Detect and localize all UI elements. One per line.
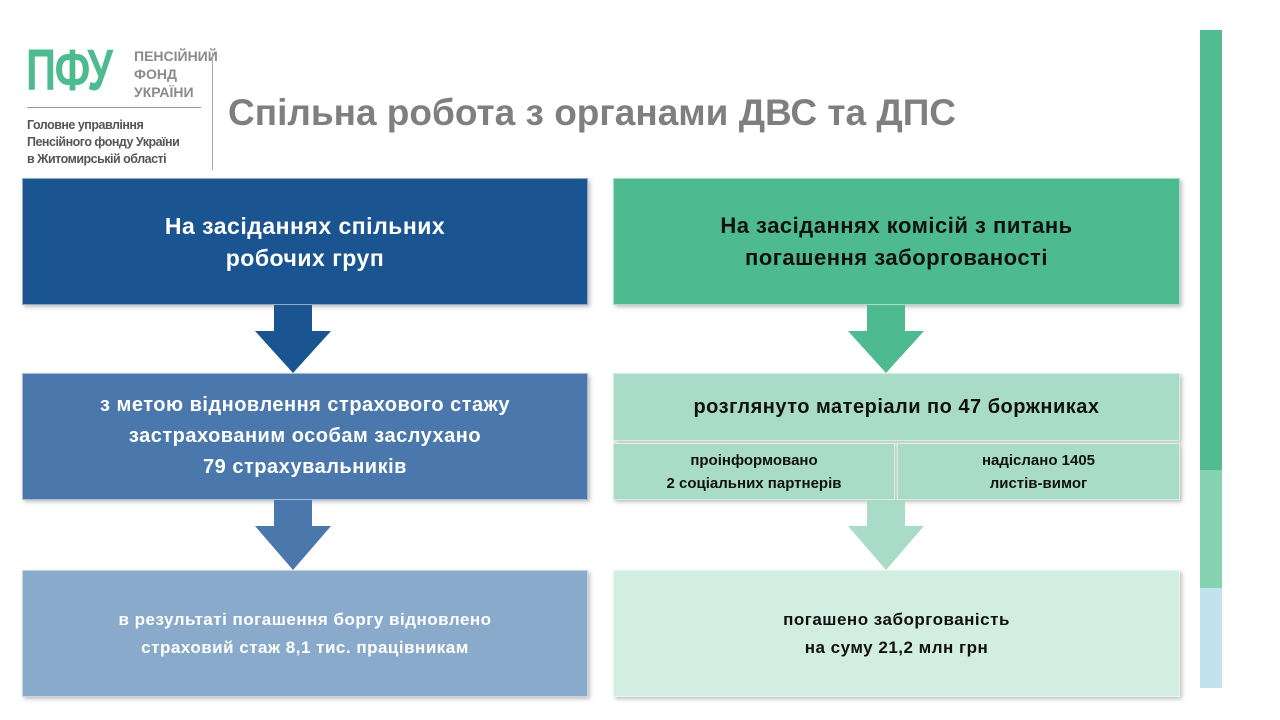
left-box-1: На засіданнях спільних робочих груп — [22, 178, 588, 305]
text-line: На засіданнях комісій з питань — [720, 212, 1073, 238]
text-line: проінформовано — [690, 451, 818, 469]
text-line: погашення заборгованості — [745, 244, 1048, 270]
text-line: 79 страхувальників — [203, 456, 407, 478]
arrow-down-icon — [848, 305, 924, 373]
left-box-3: в результаті погашення боргу відновлено с… — [22, 570, 588, 697]
text-line: 2 соціальних партнерів — [666, 474, 842, 492]
arrow-down-icon — [255, 500, 331, 570]
arrow-down-icon — [848, 500, 924, 570]
divider — [27, 107, 201, 108]
org-line: Головне управління — [27, 118, 144, 132]
side-bar-segment — [1200, 588, 1222, 688]
side-bar-segment — [1200, 30, 1222, 470]
right-sub-box-2: надіслано 1405 листів-вимог — [897, 443, 1180, 500]
org-line: Пенсійного фонду України — [27, 135, 180, 149]
text-line: в результаті погашення боргу відновлено — [118, 609, 492, 629]
page-title: Спільна робота з органами ДВС та ДПС — [228, 92, 957, 133]
right-box-2: розглянуто матеріали по 47 боржниках — [613, 373, 1180, 441]
text-line: на суму 21,2 млн грн — [804, 637, 989, 657]
text-line: робочих груп — [225, 244, 385, 271]
right-box-3: погашено заборгованість на суму 21,2 млн … — [613, 570, 1180, 697]
arrow-down-icon — [255, 305, 331, 373]
pfu-logo: ПФУ — [26, 38, 113, 103]
text-line: надіслано 1405 — [981, 451, 1096, 469]
text-line: листів-вимог — [989, 474, 1088, 492]
text-line: страховий стаж 8,1 тис. працівникам — [141, 637, 469, 657]
side-bar-segment — [1200, 470, 1222, 588]
text-line: На засіданнях спільних — [164, 212, 446, 239]
text-line: застрахованим особам заслухано — [128, 425, 482, 447]
text-line: погашено заборгованість — [783, 609, 1010, 629]
divider — [212, 52, 213, 170]
text-line: розглянуто матеріали по 47 боржниках — [693, 395, 1100, 418]
right-box-1: На засіданнях комісій з питань погашення … — [613, 178, 1180, 305]
text-line: з метою відновлення страхового стажу — [100, 394, 510, 416]
logo-line: УКРАЇНИ — [134, 84, 194, 100]
org-name: Головне управління Пенсійного фонду Укра… — [27, 117, 180, 168]
logo-line: ФОНД — [134, 66, 177, 82]
right-sub-box-1: проінформовано 2 соціальних партнерів — [613, 443, 895, 500]
org-line: в Житомирській області — [27, 152, 167, 166]
logo-text: ПЕНСІЙНИЙ ФОНД УКРАЇНИ — [134, 47, 218, 101]
logo-line: ПЕНСІЙНИЙ — [134, 48, 218, 64]
left-box-2: з метою відновлення страхового стажу заст… — [22, 373, 588, 500]
